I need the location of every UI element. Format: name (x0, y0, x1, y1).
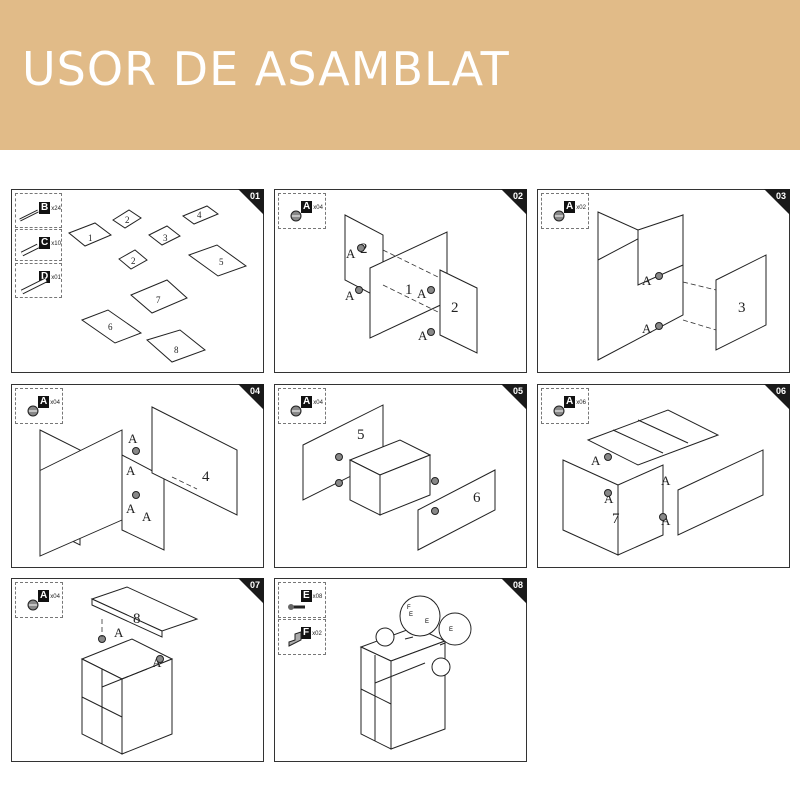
angle-bracket-icon (288, 631, 302, 647)
step-number: 01 (249, 191, 260, 201)
step-03-diagram: 3 A A (597, 211, 767, 361)
svg-text:A: A (661, 513, 671, 528)
svg-text:4: 4 (197, 210, 202, 220)
cam-lock-icon (553, 210, 565, 222)
svg-text:E: E (449, 627, 453, 633)
cam-lock-icon (553, 405, 565, 417)
svg-text:A: A (604, 491, 614, 506)
step-number: 02 (512, 191, 523, 201)
svg-text:A: A (591, 453, 601, 468)
svg-text:A: A (642, 321, 652, 336)
step-number: 03 (775, 191, 786, 201)
dowel-pin-icon (19, 209, 39, 222)
step-07-diagram: 8 A A (80, 586, 199, 755)
svg-text:8: 8 (133, 611, 141, 627)
step-number: 04 (249, 386, 260, 396)
svg-text:1: 1 (405, 282, 413, 298)
svg-text:1: 1 (88, 233, 93, 243)
cam-lock-icon (290, 210, 302, 222)
rod-icon (20, 277, 48, 295)
svg-text:5: 5 (219, 257, 224, 267)
cam-lock-icon (27, 599, 39, 611)
svg-text:A: A (152, 655, 162, 670)
step-06-diagram: 7 A A A A (562, 409, 764, 556)
svg-text:E: E (425, 619, 429, 625)
svg-text:5: 5 (357, 427, 365, 443)
svg-text:A: A (126, 463, 136, 478)
step-number: 05 (512, 386, 523, 396)
header-banner: USOR DE ASAMBLAT (0, 0, 800, 150)
step-number: 08 (512, 580, 523, 590)
step-08-diagram: E E E F (359, 595, 472, 750)
svg-text:3: 3 (738, 300, 746, 316)
cam-lock-icon (290, 405, 302, 417)
svg-text:E: E (409, 612, 413, 618)
svg-text:4: 4 (202, 469, 210, 485)
svg-text:A: A (345, 288, 355, 303)
svg-text:2: 2 (451, 300, 459, 316)
step-04-diagram: 4 A A A A (39, 406, 238, 557)
cam-lock-icon (27, 405, 39, 417)
svg-text:6: 6 (108, 322, 113, 332)
step-number: 07 (249, 580, 260, 590)
svg-text:7: 7 (612, 511, 620, 527)
svg-text:A: A (346, 246, 356, 261)
svg-text:6: 6 (473, 490, 481, 506)
svg-text:A: A (417, 286, 427, 301)
svg-text:F: F (407, 605, 411, 611)
svg-text:A: A (126, 501, 136, 516)
step-01-parts-layout: 2 4 1 3 2 5 7 6 8 (68, 205, 248, 363)
svg-text:A: A (128, 431, 138, 446)
step-02-diagram: 2 1 2 A A A A (344, 214, 478, 354)
svg-text:A: A (661, 473, 671, 488)
step-05-diagram: 5 6 (302, 404, 496, 551)
page-title: USOR DE ASAMBLAT (22, 42, 510, 96)
svg-text:8: 8 (174, 345, 179, 355)
svg-text:2: 2 (131, 256, 136, 266)
screw-icon (288, 604, 305, 610)
svg-text:2: 2 (125, 215, 130, 225)
svg-text:7: 7 (156, 295, 161, 305)
svg-text:3: 3 (163, 233, 168, 243)
svg-text:A: A (114, 625, 124, 640)
step-number: 06 (775, 386, 786, 396)
svg-text:A: A (642, 273, 652, 288)
wooden-dowel-icon (20, 243, 40, 257)
svg-text:A: A (142, 509, 152, 524)
svg-text:A: A (418, 328, 428, 343)
